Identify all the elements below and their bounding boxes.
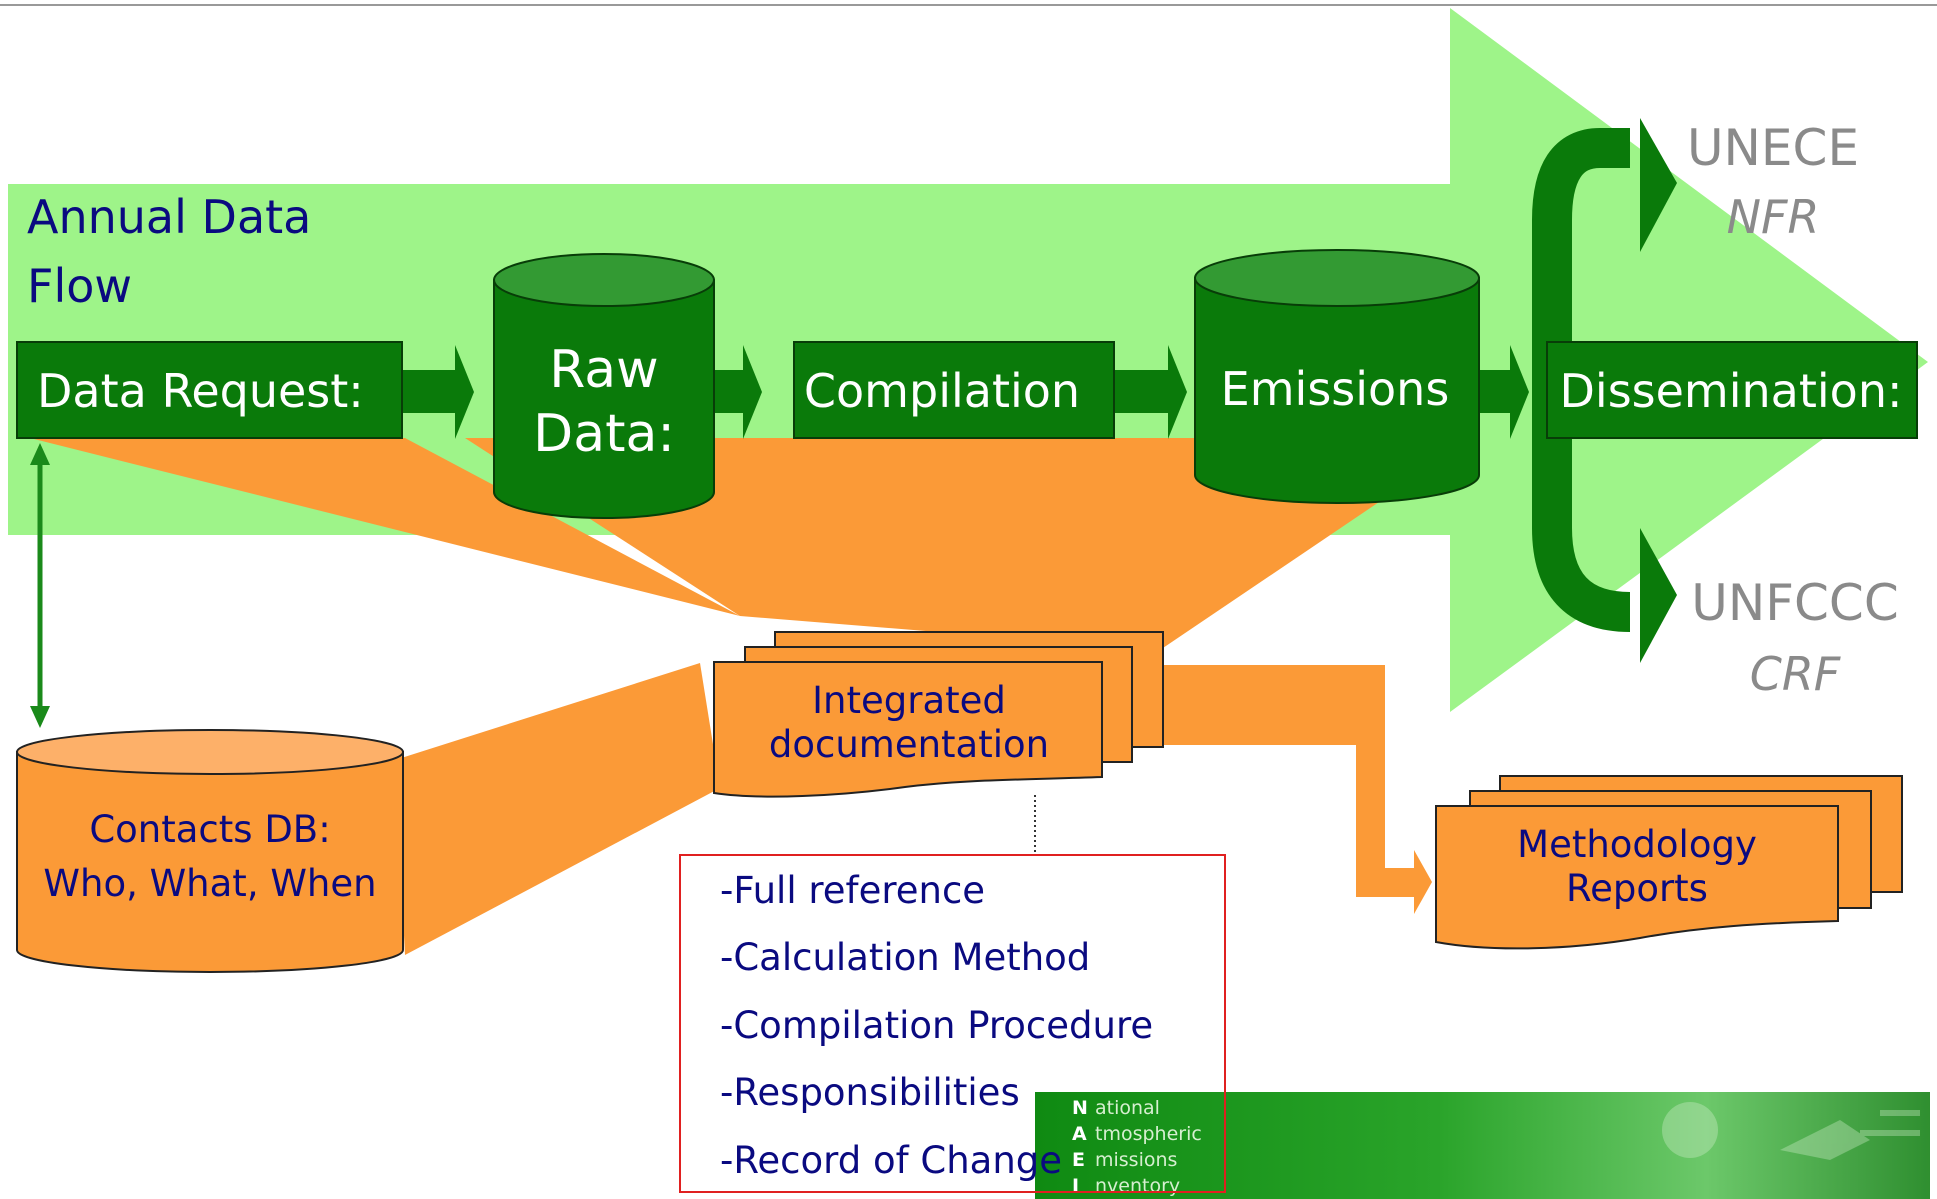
- emissions-cylinder: [1194, 249, 1480, 504]
- naei-word-nventory: nventory: [1095, 1175, 1180, 1197]
- integrated-doc-label-line2: documentation: [769, 723, 1049, 766]
- compilation-box: [793, 341, 1115, 439]
- methodology-label-line1: Methodology: [1517, 823, 1757, 866]
- compilation-label: Compilation: [804, 364, 1080, 418]
- unece-label: UNECE: [1687, 119, 1859, 177]
- contacts-link-head-down: [30, 706, 50, 728]
- flow-title-line2: Flow: [27, 259, 132, 313]
- data-request-label: Data Request:: [37, 364, 364, 418]
- flow-title-line1: Annual Data: [27, 190, 311, 244]
- methodology-reports-stack: [1435, 775, 1903, 950]
- nfr-label: NFR: [1727, 190, 1820, 244]
- dissemination-label: Dissemination:: [1560, 364, 1903, 418]
- naei-word-missions: missions: [1095, 1149, 1177, 1171]
- contacts-db-label-line2: Who, What, When: [43, 862, 376, 905]
- doc-item-responsibilities: -Responsibilities: [720, 1071, 1020, 1114]
- data-request-box: [16, 341, 403, 439]
- naei-logo-text: N ational A tmospheric E missions I nven…: [1072, 1097, 1202, 1197]
- naei-word-tmospheric: tmospheric: [1095, 1123, 1202, 1145]
- funnel-contacts: [395, 663, 720, 955]
- contacts-db-cylinder: [16, 729, 404, 973]
- crf-label: CRF: [1750, 647, 1841, 701]
- methodology-label-line2: Reports: [1566, 867, 1708, 910]
- integrated-documentation-stack: [713, 631, 1164, 798]
- contacts-db-label-line1: Contacts DB:: [89, 808, 330, 851]
- naei-logo-banner: N ational A tmospheric E missions I nven…: [1035, 1092, 1930, 1199]
- dissemination-split-arrows: [1532, 128, 1631, 632]
- naei-letter-n: N: [1072, 1097, 1088, 1119]
- raw-data-label-line1: Raw: [549, 340, 658, 400]
- arrow-emissions-to-dissemination: [1476, 345, 1529, 439]
- arrow-raw-to-compilation: [710, 345, 762, 439]
- doc-contents-box: [679, 854, 1226, 1193]
- naei-letter-i: I: [1072, 1175, 1079, 1197]
- naei-word-ational: ational: [1095, 1097, 1160, 1119]
- arrow-to-unece: [1640, 118, 1677, 252]
- arrow-request-to-raw: [402, 345, 474, 439]
- doc-item-full-reference: -Full reference: [720, 869, 985, 912]
- methodology-arrow: [1160, 665, 1432, 914]
- integrated-doc-label-line1: Integrated: [812, 679, 1006, 722]
- raw-data-label-line2: Data:: [533, 404, 675, 464]
- arrow-to-unfccc: [1640, 528, 1677, 663]
- naei-letter-a: A: [1072, 1123, 1087, 1145]
- doc-item-compilation-procedure: -Compilation Procedure: [720, 1004, 1153, 1047]
- arrow-compilation-to-emissions: [1112, 345, 1187, 439]
- doc-item-record-of-change: -Record of Change: [720, 1139, 1062, 1182]
- funnel-left: [30, 438, 740, 616]
- unfccc-label: UNFCCC: [1691, 574, 1899, 632]
- emissions-label: Emissions: [1221, 362, 1450, 416]
- naei-letter-e: E: [1072, 1149, 1085, 1171]
- doc-item-calculation-method: -Calculation Method: [720, 936, 1090, 979]
- dissemination-box: [1546, 341, 1918, 439]
- raw-data-cylinder: [493, 253, 715, 519]
- contacts-link-head-up: [30, 443, 50, 465]
